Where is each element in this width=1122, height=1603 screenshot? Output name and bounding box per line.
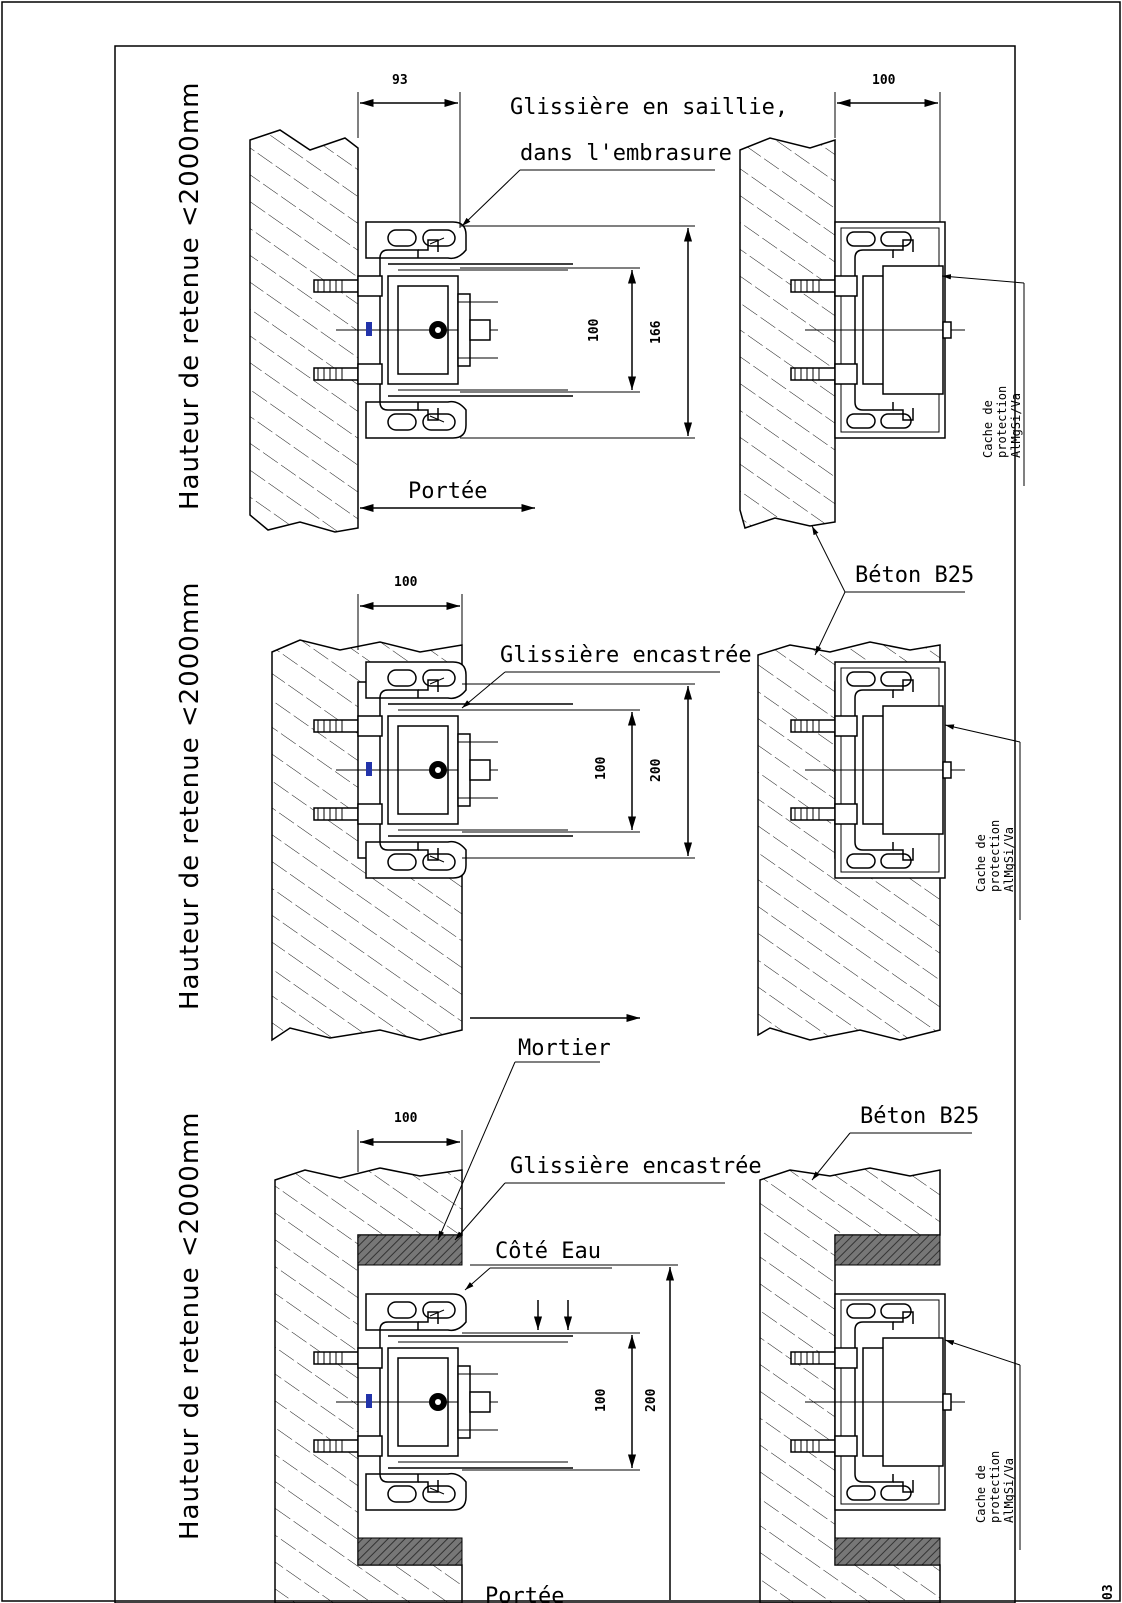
cache-line2: protection (988, 820, 1002, 892)
section-2: Hauteur de retenue <2000mm 100 100 200 G… (175, 575, 1021, 1042)
mortar-bottom-right (834, 1537, 941, 1566)
mortier-label: Mortier (518, 1036, 611, 1061)
cote-eau-label: Côté Eau (495, 1239, 601, 1264)
beton-label-1: Béton B25 (855, 563, 974, 588)
sheet-border-inner (114, 45, 1016, 1603)
glissiere-label: Glissière encastrée (500, 643, 752, 668)
side-label: Hauteur de retenue <2000mm (175, 1112, 205, 1540)
cache-line2: protection (995, 386, 1009, 458)
beton-label-2: Béton B25 (860, 1104, 979, 1129)
side-label: Hauteur de retenue <2000mm (175, 82, 205, 510)
cache-line1: Cache de (974, 1465, 988, 1523)
dim-width-left: 100 (394, 575, 418, 590)
dim-inner: 100 (587, 318, 602, 342)
section-3: Hauteur de retenue <2000mm 100 100 200 P… (175, 1036, 1021, 1603)
side-label: Hauteur de retenue <2000mm (175, 582, 205, 1010)
glissiere-label: Glissière encastrée (510, 1154, 762, 1179)
cache-line3: AlMgSi/Va (1009, 393, 1023, 458)
cache-line1: Cache de (981, 400, 995, 458)
section-1: Hauteur de retenue <2000mm 93 100 166 Po… (175, 73, 1025, 533)
cache-line3: AlMgSi/Va (1002, 1458, 1016, 1523)
dim-width-left: 93 (392, 73, 408, 88)
dim-width-left: 100 (394, 1111, 418, 1126)
dim-outer: 200 (649, 758, 664, 782)
sheet-ref: 03 (1101, 1584, 1116, 1600)
cache-line3: AlMgSi/Va (1002, 827, 1016, 892)
cache-line2: protection (988, 1451, 1002, 1523)
portee-label: Portée (408, 479, 487, 504)
dim-inner: 100 (594, 756, 609, 780)
dim-inner: 100 (594, 1388, 609, 1412)
dim-outer: 166 (649, 320, 664, 344)
glissiere-label-line2: dans l'embrasure (520, 141, 732, 166)
dim-width-right: 100 (872, 73, 896, 88)
cache-line1: Cache de (974, 834, 988, 892)
portee-label: Portée (485, 1584, 564, 1603)
concrete-wall-right (739, 137, 836, 529)
mortar-bottom (357, 1537, 463, 1566)
concrete-wall-left (271, 639, 463, 1042)
mortar-top-right (834, 1234, 941, 1266)
mortar-top (357, 1234, 463, 1266)
glissiere-label-line1: Glissière en saillie, (510, 95, 788, 120)
dim-outer: 200 (644, 1388, 659, 1412)
concrete-wall-left (249, 129, 359, 533)
